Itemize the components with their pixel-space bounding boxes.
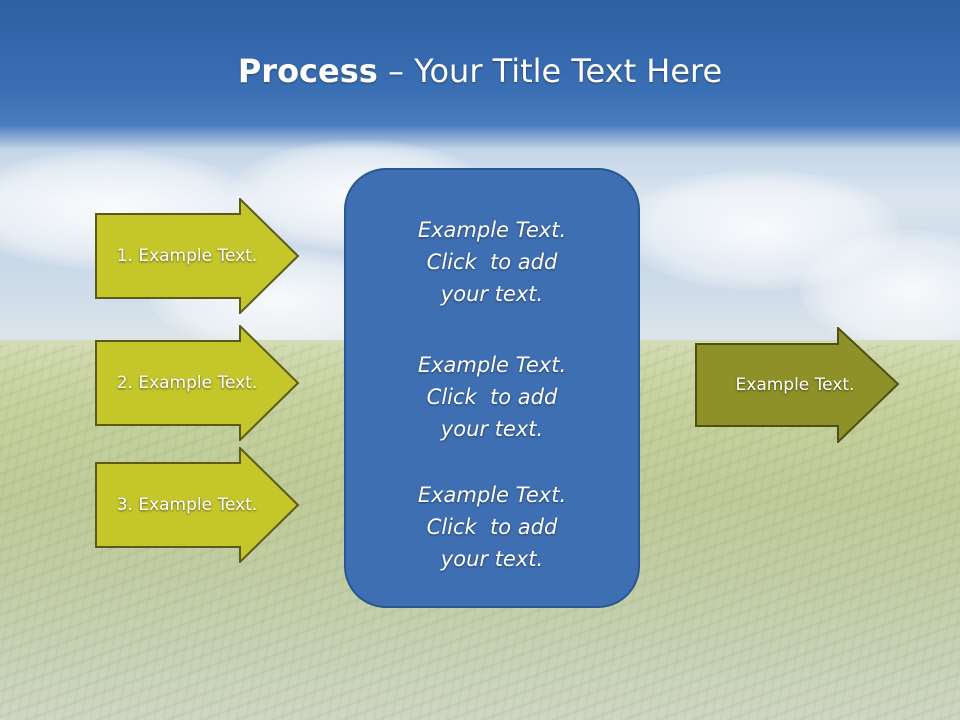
arrow-shape-icon [95,447,300,563]
step-arrow-2[interactable]: 2. Example Text. [95,325,300,441]
title-bold: Process [237,52,378,90]
center-text-block-2: Example Text. Click to add your text. [346,349,638,445]
center-content-box[interactable]: Example Text. Click to add your text. Ex… [344,168,640,608]
center-text-block-1: Example Text. Click to add your text. [346,214,638,310]
center-text-line: Click to add [426,515,558,539]
center-text-line: your text. [440,282,544,306]
center-text-block-3: Example Text. Click to add your text. [346,479,638,575]
result-arrow[interactable]: Example Text. [695,327,900,443]
step-label-1: 1. Example Text. [116,246,258,266]
arrow-shape-icon [95,198,300,314]
center-text-line: your text. [440,417,544,441]
center-text-line: your text. [440,547,544,571]
center-text-line: Click to add [426,250,558,274]
step-label-3: 3. Example Text. [116,495,258,515]
step-arrow-1[interactable]: 1. Example Text. [95,198,300,314]
center-text-line: Click to add [426,385,558,409]
center-text-line: Example Text. [417,483,567,507]
slide-title[interactable]: Process – Your Title Text Here [0,52,960,90]
step-label-2: 2. Example Text. [116,373,258,393]
arrow-shape-icon [95,325,300,441]
result-label: Example Text. [735,375,855,395]
center-text-line: Example Text. [417,218,567,242]
center-text-line: Example Text. [417,353,567,377]
step-arrow-3[interactable]: 3. Example Text. [95,447,300,563]
arrow-shape-icon [695,327,900,443]
title-rest: – Your Title Text Here [377,52,723,90]
